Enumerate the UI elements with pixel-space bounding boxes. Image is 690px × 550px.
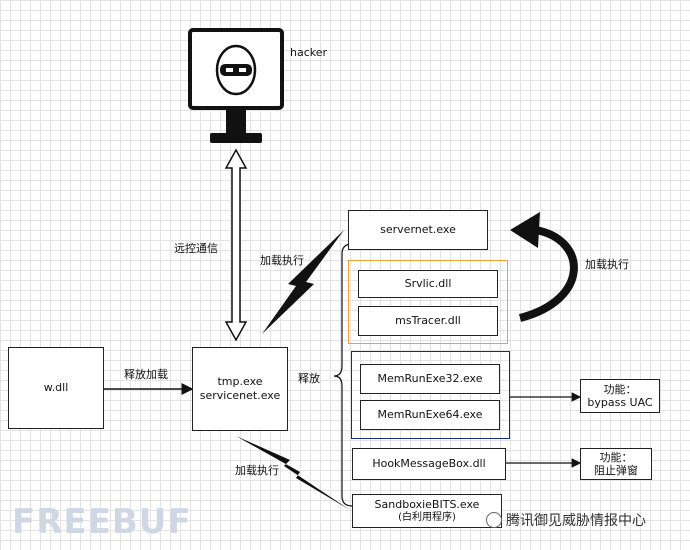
release-load-label: 释放加载 (124, 368, 168, 381)
release-brace (333, 243, 353, 507)
srvlic-dll-label: Srvlic.dll (404, 277, 452, 290)
curved-load-arrow (518, 226, 578, 322)
orange-dll-group (348, 260, 508, 344)
tmp-exe-node: tmp.exe servicenet.exe (192, 347, 288, 431)
tencent-logo-icon (486, 512, 502, 528)
bypass-uac-func-label: 功能： (603, 383, 637, 396)
load-exec-bottom-label: 加载执行 (235, 464, 279, 477)
release-label: 释放 (298, 372, 320, 385)
mstracer-dll-label: msTracer.dll (395, 314, 461, 327)
bypass-uac-label: bypass UAC (587, 396, 653, 409)
tencent-watermark: 腾讯御见威胁情报中心 (486, 510, 646, 530)
load-exec-right-label: 加载执行 (585, 258, 629, 271)
tmp-exe-label: tmp.exe (217, 375, 263, 388)
remote-comm-double-arrow (224, 148, 248, 342)
memrun64-label: MemRunExe64.exe (377, 408, 483, 421)
hookmessagebox-label: HookMessageBox.dll (372, 457, 486, 470)
memrun32-label: MemRunExe32.exe (377, 372, 483, 385)
lightning-bolt-top (262, 230, 344, 334)
bypass-uac-node: 功能： bypass UAC (580, 379, 660, 413)
w-dll-label: w.dll (43, 381, 69, 394)
hacker-label: hacker (290, 46, 328, 59)
freebuf-watermark: FREEBUF (12, 502, 192, 542)
whitelist-program-label: (白利用程序) (398, 512, 456, 523)
block-popup-label: 阻止弹窗 (594, 464, 638, 477)
block-popup-func-label: 功能： (599, 451, 633, 464)
sandboxie-label: SandboxieBITS.exe (374, 498, 480, 511)
monitor-hacker-icon (188, 28, 284, 143)
hookmessagebox-node: HookMessageBox.dll (352, 448, 506, 480)
load-exec-top-label: 加载执行 (260, 254, 304, 267)
w-dll-node: w.dll (8, 347, 104, 429)
servernet-exe-label: servernet.exe (380, 223, 456, 236)
navy-exe-group (351, 351, 510, 439)
block-popup-node: 功能： 阻止弹窗 (580, 448, 652, 480)
servernet-exe-node: servernet.exe (348, 210, 488, 250)
srvlic-dll-node: Srvlic.dll (358, 270, 498, 298)
mstracer-dll-node: msTracer.dll (358, 306, 498, 336)
curved-arrow-head (510, 212, 540, 248)
sandboxie-node: SandboxieBITS.exe (白利用程序) (352, 494, 502, 528)
servicenet-exe-label: servicenet.exe (199, 389, 281, 402)
memrun64-node: MemRunExe64.exe (360, 400, 500, 430)
memrun32-node: MemRunExe32.exe (360, 364, 500, 394)
tencent-watermark-text: 腾讯御见威胁情报中心 (506, 513, 646, 529)
lightning-bolt-bottom (236, 436, 350, 510)
remote-comm-label: 远控通信 (174, 242, 218, 255)
